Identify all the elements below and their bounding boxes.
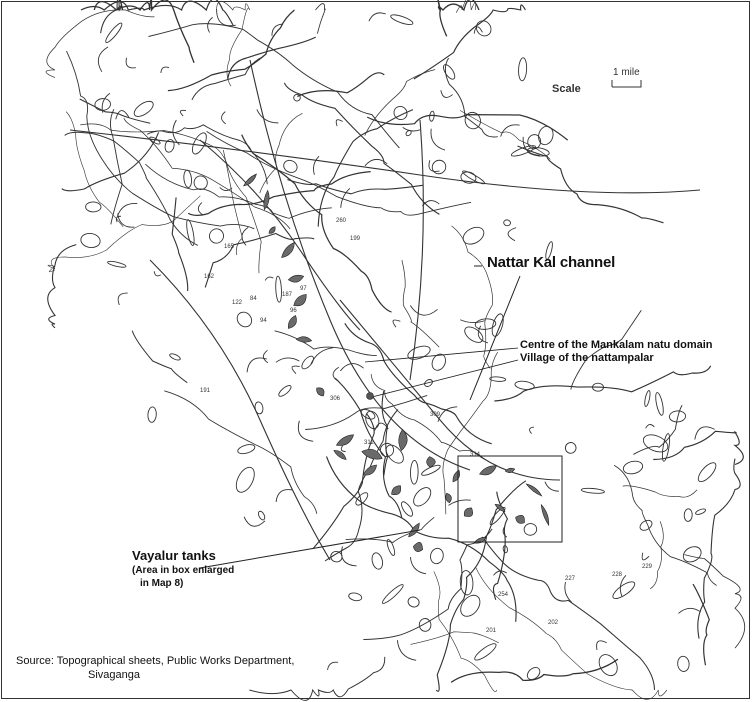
tank-number: 97 [300, 286, 307, 292]
tank-number: 314 [470, 452, 481, 458]
village-label: Village of the nattampalar [520, 352, 654, 364]
tank-number: 165 [224, 244, 235, 250]
tank-number: 162 [204, 274, 215, 280]
tank-number: 201 [486, 628, 497, 634]
scale-bar [611, 80, 642, 88]
tank-number: 84 [250, 296, 257, 302]
tank-number: 229 [642, 564, 653, 570]
tank-number: 309 [430, 412, 441, 418]
centre-leader-line [364, 347, 519, 363]
vayalur-note-line1: (Area in box enlarged [132, 565, 235, 576]
tank-number: 306 [330, 396, 341, 402]
source-note-line1: Source: Topographical sheets, Public Wor… [16, 655, 295, 667]
scale-bar-label: 1 mile [613, 67, 640, 78]
tank-number: 96 [290, 308, 297, 314]
scale-label: Scale [552, 83, 581, 95]
tank-number: 312 [364, 440, 375, 446]
tank-number: 260 [336, 218, 347, 224]
tank-number: 202 [548, 620, 559, 626]
village-leader-line [371, 359, 519, 398]
tank-number: 254 [498, 592, 509, 598]
channel-leader-line [469, 275, 521, 401]
vayalur-label: Vayalur tanks [132, 548, 216, 563]
tank-numbers: 309 312 314 306 227 228 229 254 201 202 191 187 165 1… [200, 218, 653, 634]
centre-label: Centre of the Mankalam natu domain [520, 339, 713, 351]
centre-marker [366, 392, 374, 400]
source-note-line2: Sivaganga [88, 669, 140, 681]
tank-number: 191 [200, 388, 211, 394]
stream-and-road-lines [45, 0, 746, 701]
channel-label: Nattar Kal channel [487, 254, 616, 271]
tank-number: 228 [612, 572, 623, 578]
vayalur-note-line2: in Map 8) [140, 578, 184, 589]
tank-number: 227 [565, 576, 576, 582]
tank-number: 199 [350, 236, 361, 242]
tank-number: 187 [282, 292, 293, 298]
tank-outlines [80, 9, 717, 680]
filled-tanks [243, 173, 550, 552]
tank-number: 122 [232, 300, 243, 306]
vayalur-leader-line [199, 529, 421, 569]
enlarged-area-box [457, 455, 563, 543]
tank-number: 94 [260, 318, 267, 324]
